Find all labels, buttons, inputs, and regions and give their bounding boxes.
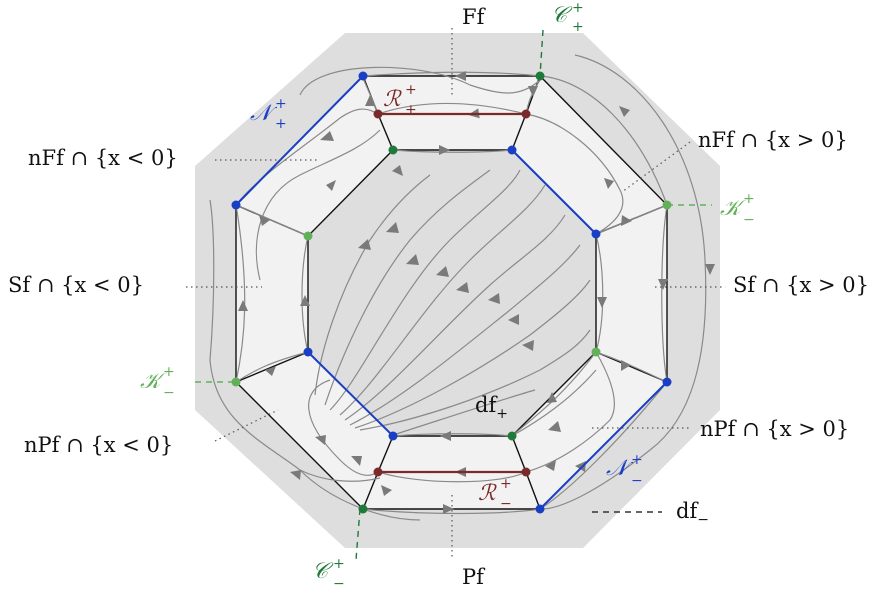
svg-text:ℛ: ℛ [478, 481, 497, 506]
svg-text:−: − [743, 212, 755, 228]
node-blue [535, 504, 545, 514]
flow-lines [209, 54, 707, 521]
svg-text:+: + [572, 0, 584, 16]
svg-text:+: + [743, 191, 755, 207]
svg-text:+: + [631, 452, 643, 468]
svg-text:−: − [333, 576, 345, 592]
node-blue [591, 229, 601, 239]
node-maroon [521, 467, 531, 477]
label-ff: Ff [462, 5, 487, 29]
svg-text:+: + [405, 102, 417, 118]
svg-text:+: + [163, 364, 175, 380]
label-k-right: 𝒦 + − [720, 191, 755, 228]
label-df-plus: df+ [475, 393, 508, 422]
label-k-left: 𝒦 + − [140, 364, 175, 401]
node-dark-green [358, 504, 368, 514]
node-dark-green [507, 431, 517, 441]
label-nff-pos: nFf ∩ {x > 0} [698, 128, 848, 152]
node-blue [358, 71, 368, 81]
r-segments [378, 112, 526, 474]
node-light-green [303, 231, 313, 241]
n-segments [235, 75, 668, 510]
svg-text:+: + [275, 96, 287, 112]
label-pf: Pf [462, 565, 486, 589]
flow-arrows [238, 71, 715, 514]
svg-text:+: + [333, 556, 345, 572]
label-sf-neg: Sf ∩ {x < 0} [8, 273, 144, 297]
node-blue [388, 431, 398, 441]
node-blue [662, 377, 672, 387]
label-nff-neg: nFf ∩ {x < 0} [28, 146, 178, 170]
inner-region [307, 149, 597, 437]
label-c-bottom: 𝒞 + − [312, 556, 345, 592]
node-light-green [591, 347, 601, 357]
dashed-connectors [195, 29, 712, 561]
node-dark-green [535, 71, 545, 81]
node-maroon [373, 467, 383, 477]
leader-lines [186, 28, 724, 560]
svg-text:+: + [500, 476, 512, 492]
node-light-green [662, 200, 672, 210]
node-light-green [231, 377, 241, 387]
node-blue [507, 145, 517, 155]
svg-text:−: − [163, 385, 175, 401]
node-blue [231, 200, 241, 210]
label-r-top: ℛ + + [383, 82, 417, 118]
svg-text:−: − [500, 496, 512, 512]
svg-text:+: + [572, 19, 584, 35]
svg-text:𝒞: 𝒞 [312, 559, 334, 584]
node-maroon [373, 109, 383, 119]
label-df-minus: df− [676, 499, 709, 528]
label-c-top: 𝒞 + + [551, 0, 584, 35]
svg-text:+: + [405, 82, 417, 98]
critical-points [231, 71, 672, 514]
node-blue [303, 347, 313, 357]
node-dark-green [388, 145, 398, 155]
label-r-bottom: ℛ + − [478, 476, 512, 512]
label-npf-pos: nPf ∩ {x > 0} [700, 417, 849, 441]
label-sf-pos: Sf ∩ {x > 0} [733, 273, 869, 297]
node-maroon [521, 109, 531, 119]
svg-text:+: + [275, 116, 287, 132]
label-npf-neg: nPf ∩ {x < 0} [24, 433, 173, 457]
svg-text:𝒞: 𝒞 [551, 3, 573, 28]
svg-text:−: − [631, 473, 643, 489]
svg-text:ℛ: ℛ [383, 87, 402, 112]
